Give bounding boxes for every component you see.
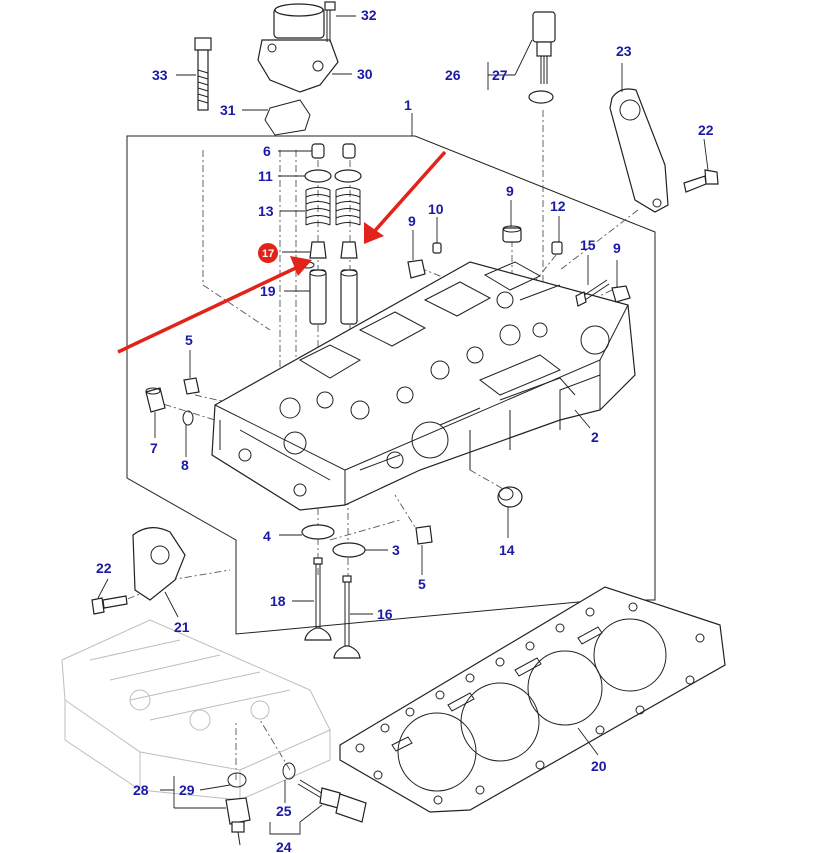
callout-8: 8	[181, 457, 189, 473]
valve-seat-insert-4	[301, 524, 335, 540]
callout-33: 33	[152, 67, 168, 83]
callout-15: 15	[580, 237, 596, 253]
o-ring-25	[282, 762, 296, 780]
bolt-32	[324, 1, 336, 42]
lifting-bracket-rear	[609, 88, 669, 213]
plug-5-upper	[183, 377, 200, 395]
cup-plug-9-top	[502, 225, 522, 243]
callout-27: 27	[492, 67, 508, 83]
dowel-10	[432, 242, 442, 254]
plug-9-left	[407, 259, 426, 279]
valve-cotters	[311, 143, 356, 159]
callout-24: 24	[276, 839, 292, 853]
callout-5-upper: 5	[185, 332, 193, 348]
callout-10: 10	[428, 201, 444, 217]
sensor-28	[225, 797, 251, 846]
plug-7	[145, 387, 166, 413]
callout-6: 6	[263, 143, 271, 159]
callout-9-right: 9	[613, 240, 621, 256]
callout-labels: 1 2 3 4 5 5 6 7 8 9 9 9 10 11 12 13 14 1…	[96, 7, 714, 853]
spring-retainers	[304, 169, 362, 183]
exhaust-valve-16	[333, 575, 361, 659]
bolt-22-front	[91, 595, 128, 615]
o-ring-29	[227, 772, 247, 788]
callout-22-rear: 22	[698, 122, 714, 138]
valve-stem-seals	[309, 241, 358, 259]
callout-11: 11	[258, 168, 273, 184]
bolt-33	[194, 37, 212, 111]
dowel-12	[551, 241, 563, 255]
valve-guides	[309, 269, 358, 325]
callout-5-lower: 5	[418, 576, 426, 592]
bolt-22-rear	[683, 169, 719, 193]
callout-2: 2	[591, 429, 599, 445]
callout-30: 30	[357, 66, 373, 82]
callout-17: 17	[262, 248, 274, 260]
pin-15	[575, 279, 610, 307]
callout-13: 13	[258, 203, 274, 219]
callout-28: 28	[133, 782, 149, 798]
inlet-valve-18	[304, 557, 332, 641]
callout-29: 29	[179, 782, 195, 798]
head-gasket	[339, 586, 726, 813]
plug-5-lower	[415, 525, 433, 545]
callout-3: 3	[392, 542, 400, 558]
sender-washer	[528, 90, 554, 104]
callout-32: 32	[361, 7, 377, 23]
leader-lines	[97, 15, 709, 835]
highlight-arrows	[117, 150, 447, 354]
valve-springs	[305, 187, 361, 226]
callout-20: 20	[591, 758, 607, 774]
callout-9-left: 9	[408, 213, 416, 229]
callout-4: 4	[263, 528, 271, 544]
callout-23: 23	[616, 43, 632, 59]
valve-seat-insert-3	[332, 542, 366, 558]
callout-19: 19	[260, 283, 276, 299]
cylinder-head-block	[211, 261, 636, 511]
callout-12: 12	[550, 198, 566, 214]
sensor-24	[297, 779, 367, 823]
plug-9-right	[611, 285, 631, 303]
callout-18: 18	[270, 593, 286, 609]
temperature-sender	[532, 11, 556, 84]
callout-14: 14	[499, 542, 515, 558]
callout-26: 26	[445, 67, 461, 83]
highlight-badge-17	[258, 243, 278, 263]
seal-ring-8	[182, 410, 194, 426]
callout-1: 1	[404, 97, 412, 113]
callout-25: 25	[276, 803, 292, 819]
lifting-bracket-front	[132, 527, 186, 601]
callout-21: 21	[174, 619, 190, 635]
thermostat-housing	[257, 3, 339, 93]
housing-gasket	[264, 99, 311, 136]
cup-plug-14	[497, 486, 523, 508]
callout-22-front: 22	[96, 560, 112, 576]
callout-7: 7	[150, 440, 158, 456]
ghost-engine-block	[61, 619, 331, 801]
callout-31: 31	[220, 102, 236, 118]
callout-9-top: 9	[506, 183, 514, 199]
callout-16: 16	[377, 606, 393, 622]
